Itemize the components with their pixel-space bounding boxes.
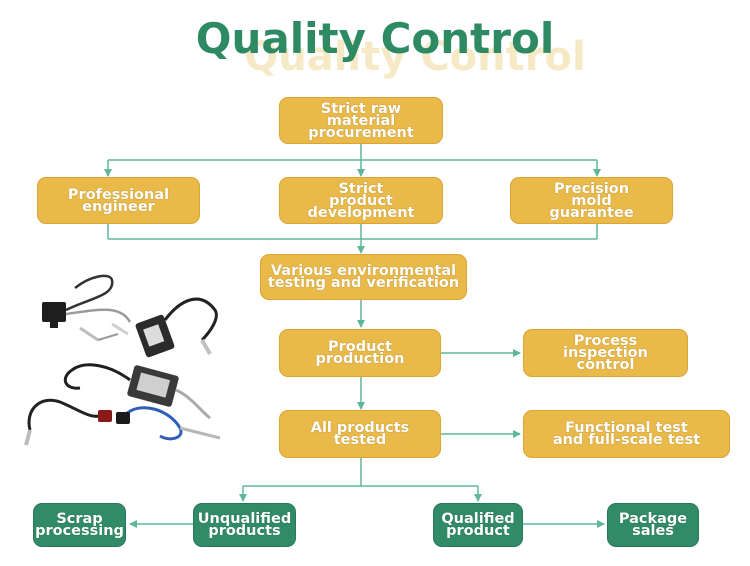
- node-label: Process inspection control: [563, 333, 648, 373]
- node-raw-material-procurement: Strict raw material procurement: [279, 97, 443, 144]
- node-professional-engineer: Professional engineer: [37, 177, 200, 224]
- node-label: Strict product development: [307, 180, 415, 221]
- node-label: Strict raw material procurement: [308, 100, 414, 141]
- node-label: Various environmental testing and verifi…: [267, 263, 460, 291]
- node-label: Package sales: [618, 511, 688, 539]
- node-product-development: Strict product development: [279, 177, 443, 224]
- title-reflection: Quality Control: [244, 34, 586, 80]
- node-label: Professional engineer: [67, 186, 170, 215]
- page-title: Quality Control: [195, 14, 555, 63]
- node-process-inspection-control: Process inspection control: [523, 329, 688, 377]
- node-label: Product production: [315, 339, 405, 367]
- node-package-sales: Package sales: [607, 503, 699, 547]
- node-label: Functional test and full-scale test: [552, 420, 701, 448]
- node-label: Qualified product: [441, 511, 515, 539]
- node-label: Scrap processing: [35, 511, 124, 539]
- node-environmental-testing: Various environmental testing and verifi…: [260, 254, 467, 300]
- node-label: Unqualified products: [197, 511, 292, 539]
- node-unqualified-products: Unqualified products: [193, 503, 296, 547]
- node-functional-full-scale-test: Functional test and full-scale test: [523, 410, 730, 458]
- node-precision-mold-guarantee: Precision mold guarantee: [510, 177, 673, 224]
- node-qualified-product: Qualified product: [433, 503, 523, 547]
- node-label: Precision mold guarantee: [549, 180, 634, 221]
- node-all-products-tested: All products tested: [279, 410, 441, 458]
- node-label: All products tested: [310, 420, 410, 448]
- nox-sensor-products-image: [24, 274, 221, 446]
- node-scrap-processing: Scrap processing: [33, 503, 126, 547]
- node-product-production: Product production: [279, 329, 441, 377]
